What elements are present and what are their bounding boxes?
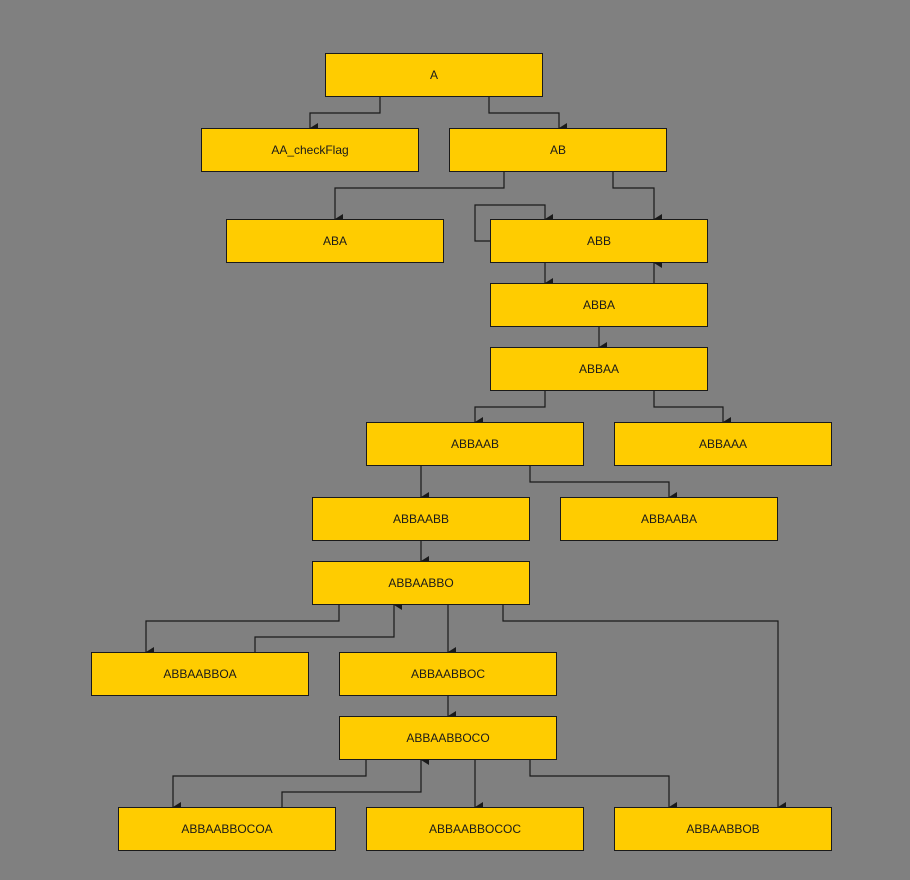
edge-abbaabboa-abbaabbo-return bbox=[254, 600, 402, 652]
edge-abbaab-abbaaba bbox=[529, 466, 677, 502]
node-abbaab[interactable]: ABBAAB bbox=[366, 422, 584, 466]
node-ab[interactable]: AB bbox=[449, 128, 667, 172]
edge-abbaabbocoa-abbaabboco-return bbox=[281, 755, 429, 807]
node-aba[interactable]: ABA bbox=[226, 219, 444, 263]
node-abbaabbocoa[interactable]: ABBAABBOCOA bbox=[118, 807, 336, 851]
node-abbaabb[interactable]: ABBAABB bbox=[312, 497, 530, 541]
edge-abbaabboco-abbaabbocoa bbox=[172, 760, 367, 812]
node-abbaabbo[interactable]: ABBAABBO bbox=[312, 561, 530, 605]
node-abba[interactable]: ABBA bbox=[490, 283, 708, 327]
edge-ab-abb bbox=[612, 172, 662, 224]
node-abbaabboco[interactable]: ABBAABBOCO bbox=[339, 716, 557, 760]
node-abbaabbococ[interactable]: ABBAABBOCOC bbox=[366, 807, 584, 851]
node-abb[interactable]: ABB bbox=[490, 219, 708, 263]
edge-abbaa-abbaaa bbox=[653, 391, 731, 427]
edge-ab-aba bbox=[334, 172, 505, 224]
edge-a-ab bbox=[488, 97, 567, 133]
node-abbaabboc[interactable]: ABBAABBOC bbox=[339, 652, 557, 696]
edge-abb-self-loop bbox=[474, 204, 553, 242]
node-a[interactable]: A bbox=[325, 53, 543, 97]
node-abbaabbob[interactable]: ABBAABBOB bbox=[614, 807, 832, 851]
node-aa-checkflag[interactable]: AA_checkFlag bbox=[201, 128, 419, 172]
node-abbaaba[interactable]: ABBAABA bbox=[560, 497, 778, 541]
edge-abbaabbo-abbaabbob bbox=[502, 605, 786, 812]
node-abbaaa[interactable]: ABBAAA bbox=[614, 422, 832, 466]
node-abbaabboa[interactable]: ABBAABBOA bbox=[91, 652, 309, 696]
edge-a-aa-checkflag bbox=[309, 97, 381, 133]
edge-abbaa-abbaab bbox=[474, 391, 546, 427]
node-abbaa[interactable]: ABBAA bbox=[490, 347, 708, 391]
edge-abbaabboco-abbaabbob bbox=[529, 760, 677, 812]
edge-abbaabbo-abbaabboa bbox=[145, 605, 340, 657]
